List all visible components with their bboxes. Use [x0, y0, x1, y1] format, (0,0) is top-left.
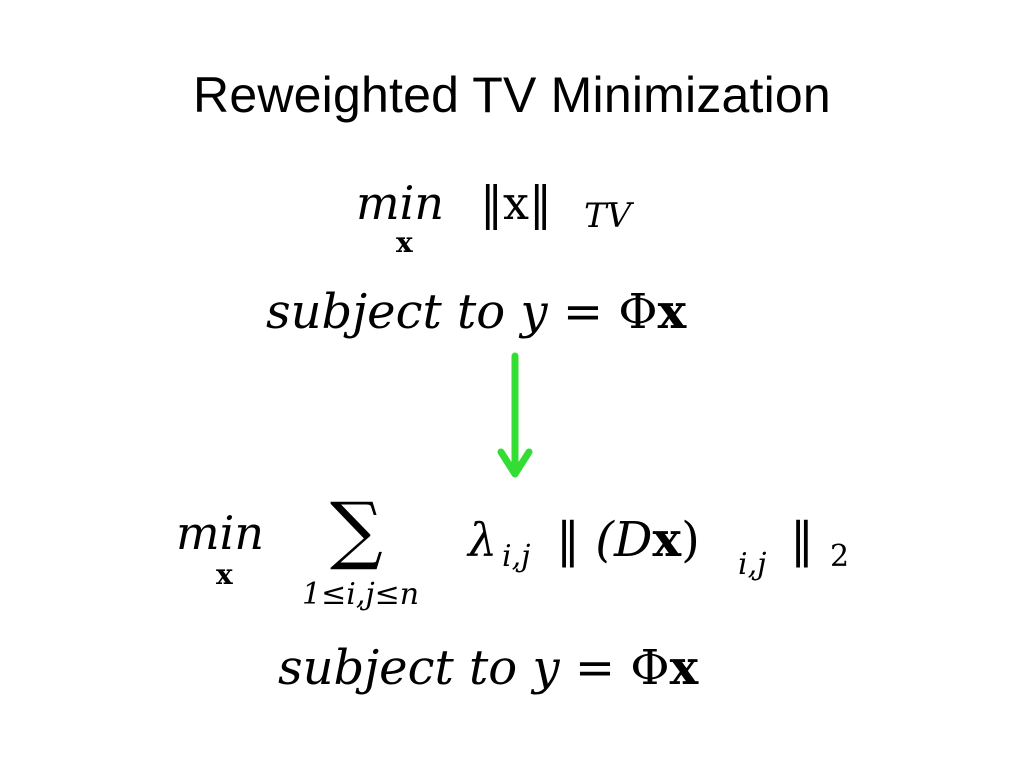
gradient-norm: ‖ (Dx) [556, 514, 700, 566]
summation-symbol: ∑ [330, 487, 383, 573]
slide-title: Reweighted TV Minimization [193, 67, 831, 123]
lambda-weight: λ [468, 513, 498, 567]
lambda-subscript: i,j [502, 539, 531, 574]
norm-order: 2 [830, 539, 850, 574]
constraint: subject to y = Φx [266, 284, 686, 340]
constraint-x: x [657, 284, 687, 340]
norm-x: x [652, 512, 682, 568]
constraint-2: subject to y = Φx [278, 640, 698, 696]
min-subscript: x [396, 226, 413, 259]
norm-close: ‖ [790, 512, 814, 568]
constraint-x-2: x [669, 640, 699, 696]
constraint-equals-phi: = Φ [547, 284, 658, 340]
min-operator: min [356, 176, 444, 230]
constraint-equals-phi-2: = Φ [559, 640, 670, 696]
constraint-label: subject to y [266, 284, 548, 340]
min-subscript-2: x [216, 558, 233, 591]
min-operator-2: min [176, 506, 264, 560]
tv-subscript: TV [584, 196, 632, 236]
term-subscript: i,j [738, 547, 767, 582]
down-arrow-icon [497, 352, 533, 478]
tv-norm: ‖x‖ [480, 178, 552, 228]
constraint-label-2: subject to y [278, 640, 560, 696]
summation-range: 1≤i,j≤n [302, 577, 420, 612]
norm-text: ‖x‖ [480, 176, 552, 230]
norm-paren: ) [681, 512, 700, 568]
norm-open: ‖ (D [556, 512, 653, 568]
